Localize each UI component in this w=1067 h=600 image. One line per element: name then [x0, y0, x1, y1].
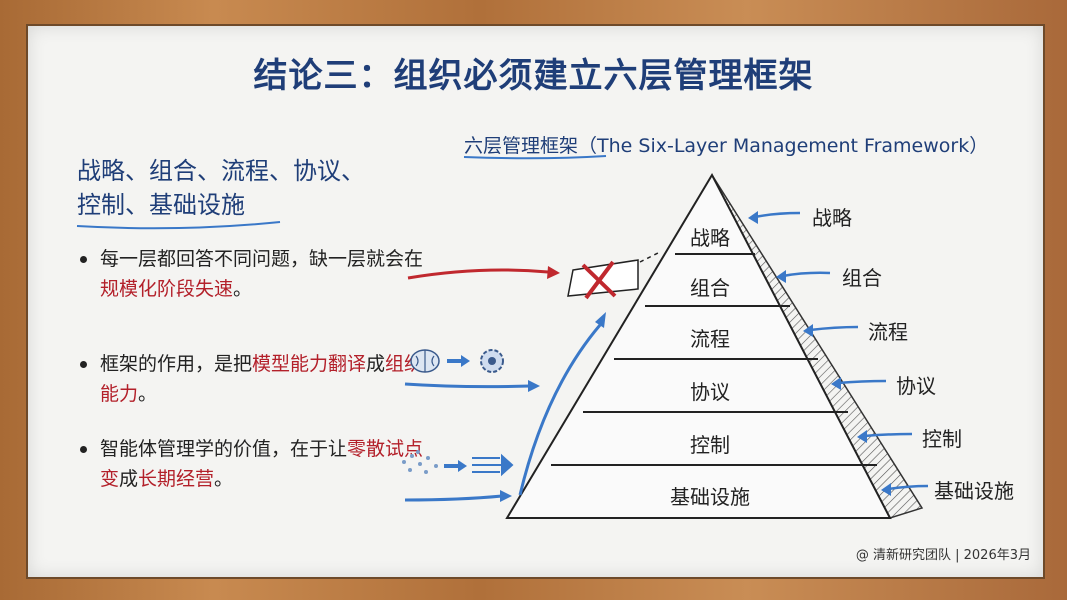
red-arrow: [407, 268, 549, 280]
subtitle-line-2: 控制、基础设施: [77, 191, 245, 219]
bullet-3: 智能体管理学的价值，在于让零散试点变成长期经营。: [78, 434, 430, 494]
layer-label-5: 控制: [690, 433, 730, 457]
side-label-2: 组合: [842, 266, 882, 290]
missing-layer: [567, 251, 661, 300]
bullet-3-text-c: 。: [214, 468, 234, 490]
footer-credit: @ 清新研究团队 | 2026年3月: [855, 548, 1031, 563]
bullet-3-highlight-1: 零散试点变: [100, 438, 424, 490]
bullet-1: 每一层都回答不同问题，缺一层就会在规模化阶段失速。: [78, 244, 430, 304]
side-label-3: 流程: [868, 320, 908, 344]
side-label-6: 基础设施: [934, 479, 1014, 503]
arrow-right-icon-2: [444, 460, 467, 472]
bullet-2-text-b: 成: [366, 353, 386, 375]
layer-label-4: 协议: [690, 380, 730, 404]
blue-curve-arrow-head: [595, 312, 606, 328]
bullet-2-highlight-2: 组织能力: [100, 353, 424, 405]
red-x-icon: [581, 260, 617, 300]
red-arrow-head: [547, 266, 560, 279]
bullet-2-text-c: 。: [138, 383, 158, 405]
bullet-2-highlight-1: 模型能力翻译: [252, 353, 367, 375]
bullet-2-arrow: [404, 382, 531, 389]
side-label-4: 协议: [896, 374, 936, 398]
side-label-1: 战略: [812, 206, 852, 230]
speed-lines-icon: [472, 453, 514, 477]
side-label-5: 控制: [922, 427, 962, 451]
framework-title: 六层管理框架（The Six-Layer Management Framewor…: [464, 135, 989, 157]
subtitle-line-1: 战略、组合、流程、协议、: [77, 157, 365, 185]
bullet-1-text-b: 。: [233, 278, 253, 300]
layer-label-6: 基础设施: [670, 485, 750, 509]
bullet-3-arrow: [404, 494, 503, 502]
layer-label-2: 组合: [690, 276, 730, 300]
bullet-3-arrow-head: [500, 490, 512, 502]
bullet-3-text-b: 成: [119, 468, 139, 490]
brain-icon: [410, 349, 440, 373]
bullet-1-highlight: 规模化阶段失速: [100, 278, 234, 300]
pyramid-front: [505, 172, 892, 519]
blue-curve-arrow: [518, 324, 602, 496]
dots-scatter-icon: [402, 450, 438, 474]
bullet-2: 框架的作用，是把模型能力翻译成组织能力。: [78, 349, 430, 409]
gear-icon: [480, 349, 504, 373]
layer-label-3: 流程: [690, 327, 730, 351]
bullet-2-text-a: 框架的作用，是把: [100, 353, 253, 375]
subtitle-underline: [76, 221, 281, 230]
bullet-3-highlight-2: 长期经营: [138, 468, 215, 490]
subtitle: 战略、组合、流程、协议、 控制、基础设施: [77, 154, 417, 222]
side-arrows: [754, 211, 929, 491]
bullet-3-text-a: 智能体管理学的价值，在于让: [100, 438, 348, 460]
bullet-1-text-a: 每一层都回答不同问题，缺一层就会在: [100, 248, 424, 270]
framework-title-underline: [463, 155, 607, 160]
arrow-right-icon: [447, 355, 470, 367]
side-arrow-heads: [748, 211, 891, 496]
layer-label-1: 战略: [690, 226, 730, 250]
bullet-2-arrow-head: [528, 380, 540, 392]
page-title: 结论三：组织必须建立六层管理框架: [253, 56, 814, 96]
layer-dividers: [551, 253, 877, 466]
